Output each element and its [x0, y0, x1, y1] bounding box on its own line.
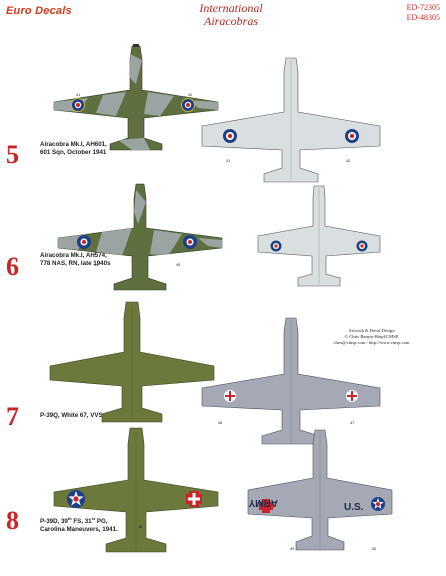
sheet-title: International Airacobras [176, 2, 286, 28]
caption-8-line-1: P-39D, 39th FS, 31st PG, [40, 516, 108, 526]
profile-6-under-view [257, 185, 381, 287]
profile-8-under-view: ARMY U.S. 49 50 [247, 429, 393, 551]
caption-6: Airacobra Mk.I, AH574, 778 NAS, RN, late… [40, 252, 111, 268]
callout-48: 48 [138, 525, 142, 529]
credits-line-3: chris@cmsp.com / http://www.cmsp.com [333, 340, 410, 345]
profile-6-top-view: 44 45 [57, 183, 223, 291]
code-2: ED-48305 [406, 13, 440, 22]
profile-8-top-view: 48 [53, 427, 219, 553]
caption-5-line-2: 601 Sqn, October 1941 [40, 149, 107, 156]
callout-45-a: 45 [176, 263, 180, 267]
callout-41-a: 41 [76, 93, 80, 97]
profile-7-top-view [49, 301, 215, 423]
credits-line-2: © Chris Banyai-Riepl/CMSP [344, 334, 399, 339]
title-line-1: International [199, 1, 263, 15]
artwork-credits: Artwork & Decal Design © Chris Banyai-Ri… [304, 328, 439, 346]
profile-number-5: 5 [6, 140, 19, 169]
caption-8: P-39D, 39th FS, 31st PG, Carolina Maneuv… [40, 515, 118, 534]
caption-6-line-1: Airacobra Mk.I, AH574, [40, 252, 107, 259]
caption-8-line-2: Carolina Maneuvers, 1941. [40, 526, 118, 534]
callout-42-b: 42 [346, 159, 350, 163]
brand-logo: Euro Decals [6, 5, 72, 17]
army-marking: ARMY [248, 497, 278, 508]
profile-number-6: 6 [6, 252, 19, 281]
caption-7: P-39Q, White 67, VVS [40, 412, 103, 420]
callout-46: 46 [218, 421, 222, 425]
profile-5-under-view: 41 42 [201, 57, 381, 183]
profile-number-7: 7 [6, 402, 19, 431]
callout-42-a: 42 [188, 93, 192, 97]
credits-line-1: Artwork & Decal Design [348, 328, 395, 333]
us-marking: U.S. [344, 502, 364, 513]
callout-50: 50 [372, 547, 376, 551]
callout-44-a: 44 [94, 263, 98, 267]
callout-47: 47 [350, 421, 354, 425]
code-1: ED-72305 [406, 3, 440, 12]
callout-49: 49 [290, 547, 294, 551]
title-line-2: Airacobras [204, 14, 258, 28]
profile-number-8: 8 [6, 506, 19, 535]
profile-5-top-view: 41 42 [53, 44, 219, 151]
caption-6-line-2: 778 NAS, RN, late 1940s [40, 260, 111, 267]
product-codes: ED-72305 ED-48305 [407, 3, 440, 23]
caption-7-line-1: P-39Q, White 67, VVS [40, 412, 103, 419]
callout-41-b: 41 [226, 159, 230, 163]
caption-5: Airacobra Mk.I, AH601, 601 Sqn, October … [40, 141, 107, 157]
caption-5-line-1: Airacobra Mk.I, AH601, [40, 141, 107, 148]
